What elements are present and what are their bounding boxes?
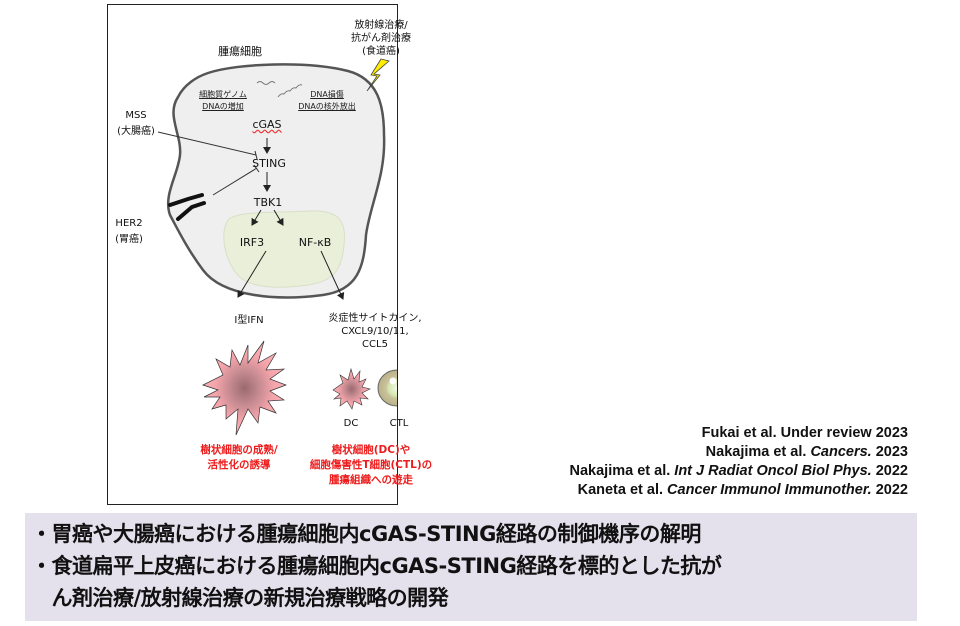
figure-graphics	[157, 58, 397, 436]
irf3-label: IRF3	[239, 236, 265, 249]
summary-box: ・胃癌や大腸癌における腫瘍細胞内cGAS-STING経路の制御機序の解明 ・食道…	[25, 513, 917, 621]
her2-receptor-icon	[168, 193, 206, 221]
summary-line: ・食道扁平上皮癌における腫瘍細胞内cGAS-STING経路を標的とした抗が	[31, 554, 722, 578]
ctl-label: CTL	[389, 418, 409, 429]
summary-line: ん剤治療/放射線治療の新規治療戦略の開発	[31, 586, 449, 610]
therapy-label: 放射線治療/ 抗がん剤治療 (食道癌)	[351, 20, 411, 57]
dna-strand-2	[277, 84, 303, 98]
dna-damage-label: DNA損傷 DNAの核外放出	[298, 90, 356, 111]
tumor-cell-title: 腫瘍細胞	[218, 45, 262, 58]
references: Fukai et al. Under review 2023 Nakajima …	[570, 424, 908, 500]
nfkb-label: NF-κB	[298, 236, 332, 249]
pathway-figure: 腫瘍細胞 放射線治療/ 抗がん剤治療 (食道癌) 細胞質ゲノム DNAの増加 D…	[107, 4, 432, 505]
her2-label: HER2 (胃癌)	[115, 218, 143, 245]
dendritic-cell-large-icon	[202, 340, 287, 436]
cytokine-label: 炎症性サイトカイン, CXCL9/10/11, CCL5	[328, 313, 422, 350]
sting-label: STING	[252, 157, 286, 170]
dendritic-cell-small-icon	[332, 367, 371, 410]
reference-item: Nakajima et al. Int J Radiat Oncol Biol …	[569, 463, 908, 479]
lightning-bolt-icon	[366, 58, 390, 92]
type-i-ifn-label: I型IFN	[234, 315, 264, 326]
nucleus	[223, 210, 345, 288]
reference-item: Kaneta et al. Cancer Immunol Immunother.…	[577, 482, 908, 498]
cytoplasmic-dna-label: 細胞質ゲノム DNAの増加	[199, 90, 247, 111]
outcome-right: 樹状細胞(DC)や 細胞傷害性T細胞(CTL)の 腫瘍組織への遊走	[309, 444, 433, 486]
dna-strand-1	[256, 81, 276, 85]
tbk1-label: TBK1	[253, 196, 283, 209]
dc-label: DC	[343, 418, 359, 429]
reference-item: Fukai et al. Under review 2023	[701, 425, 908, 441]
summary-line: ・胃癌や大腸癌における腫瘍細胞内cGAS-STING経路の制御機序の解明	[31, 522, 701, 546]
ctl-cell-icon	[377, 369, 397, 407]
mss-label: MSS (大腸癌)	[117, 110, 155, 137]
outcome-left: 樹状細胞の成熟/ 活性化の誘導	[200, 444, 278, 471]
reference-item: Nakajima et al. Cancers. 2023	[705, 444, 908, 460]
cgas-label: cGAS	[252, 118, 282, 131]
